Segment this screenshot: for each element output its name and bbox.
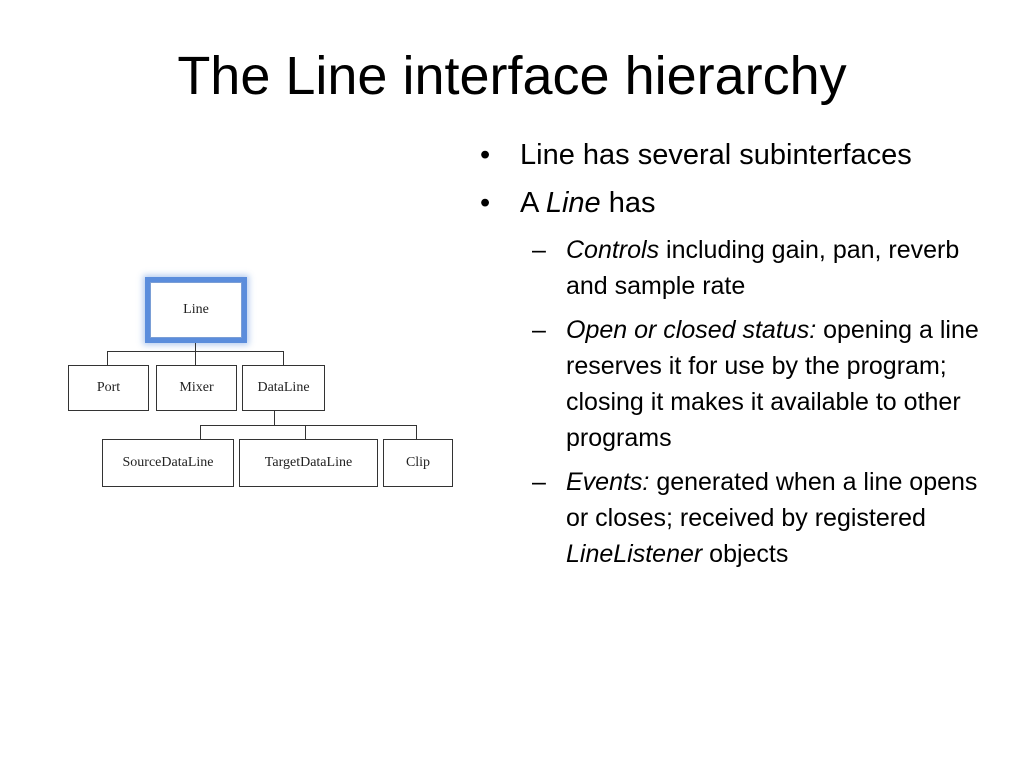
sub-bullet-text: generated when a line opens or closes; r…: [566, 468, 978, 532]
node-port: Port: [68, 365, 149, 411]
sub-bullet-italic-2: LineListener: [566, 540, 703, 568]
bullet-icon: •: [480, 139, 491, 171]
connector: [305, 425, 306, 439]
node-targetdataline: TargetDataLine: [239, 439, 378, 487]
bullet-text: Line has several subinterfaces: [520, 139, 912, 171]
connector: [416, 425, 417, 439]
slide-title: The Line interface hierarchy: [177, 46, 847, 106]
sub-bullet-italic: Events:: [566, 468, 650, 496]
connector: [200, 425, 416, 426]
sub-bullet-italic: Open or closed status:: [566, 316, 817, 344]
connector: [283, 351, 284, 365]
sub-bullet-item: – Open or closed status: opening a line …: [478, 312, 998, 456]
bullet-list: • Line has several subinterfaces • A Lin…: [478, 136, 998, 580]
node-line: Line: [150, 282, 242, 338]
bullet-text-pre: A: [520, 187, 546, 219]
dash-icon: –: [532, 468, 546, 496]
sub-bullet-item: – Events: generated when a line opens or…: [478, 464, 998, 572]
node-sourcedataline: SourceDataLine: [102, 439, 234, 487]
sub-bullet-italic: Controls: [566, 236, 660, 264]
connector: [200, 425, 201, 439]
bullet-item: • A Line has: [478, 184, 998, 222]
node-dataline: DataLine: [242, 365, 325, 411]
sub-bullet-text-2: objects: [702, 540, 789, 568]
connector: [107, 351, 108, 365]
connector: [274, 411, 275, 425]
bullet-text-post: has: [600, 187, 656, 219]
dash-icon: –: [532, 236, 546, 264]
bullet-text-italic: Line: [545, 187, 601, 219]
connector: [195, 351, 196, 365]
sub-bullet-item: – Controls including gain, pan, reverb a…: [478, 232, 998, 304]
node-clip: Clip: [383, 439, 453, 487]
sub-bullet-text: including gain, pan, reverb and sample r…: [566, 236, 960, 300]
node-mixer: Mixer: [156, 365, 237, 411]
connector: [195, 343, 196, 351]
sub-bullet-text: opening a line reserves it for use by th…: [566, 316, 979, 452]
bullet-item: • Line has several subinterfaces: [478, 136, 998, 174]
dash-icon: –: [532, 316, 546, 344]
bullet-icon: •: [480, 187, 491, 219]
